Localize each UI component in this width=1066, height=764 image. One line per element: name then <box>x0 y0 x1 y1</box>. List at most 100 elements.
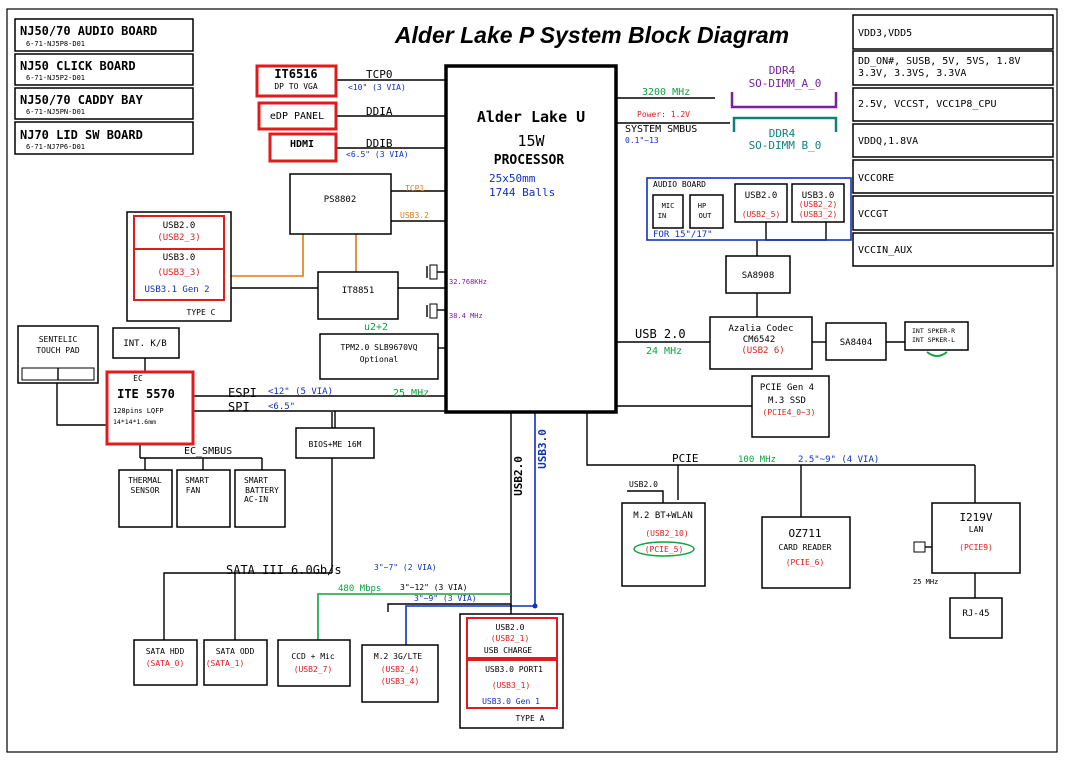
board-name: NJ50/70 CADDY BAY <box>20 93 144 107</box>
speaker-mark-icon <box>926 351 948 357</box>
cpu-size: 25x50mm <box>489 172 536 185</box>
typec-usb20 <box>133 215 225 250</box>
power-rail: VCCIN_AUX <box>858 245 912 256</box>
cardreader-box <box>761 516 851 589</box>
typec-usb20-label: USB2.0 <box>163 221 196 231</box>
tpm-optional: Optional <box>360 355 399 364</box>
wlan-l1: M.2 BT+WLAN <box>633 511 693 521</box>
power-box <box>852 14 1054 50</box>
ec-box <box>105 370 195 446</box>
touchpad-brand: SENTELIC <box>39 335 78 344</box>
power-box <box>852 159 1054 194</box>
board-list: NJ50/70 AUDIO BOARD 6-71-NJ5P8-D01 NJ50 … <box>14 18 194 155</box>
codec-l3: (USB2 6) <box>741 346 784 356</box>
board-click <box>14 53 194 86</box>
hdmi-label: HDMI <box>290 139 314 150</box>
pcie-group: PCIE 100 MHz 2.5"~9" (4 VIA) USB2.0 M.2 … <box>621 452 1021 639</box>
usb20-bus-freq: 24 MHz <box>646 346 682 357</box>
espi-label: ESPI <box>228 386 257 400</box>
ssd-group: PCIE Gen 4 M.3 SSD (PCIE4_0~3) <box>751 375 830 438</box>
ssd-l1: PCIE Gen 4 <box>760 383 814 393</box>
spi-label: SPI <box>228 400 250 414</box>
ec-smbus-label: EC_SMBUS <box>184 446 232 457</box>
ec-group: INT. K/B SENTELIC TOUCH PAD EC ITE 5570 … <box>17 325 429 528</box>
hp-jack <box>689 194 724 229</box>
board-caddy <box>14 87 194 120</box>
page-frame <box>6 8 1058 753</box>
lte-l3: (USB3_4) <box>381 677 420 686</box>
usb30-vertical-label: USB3.0 <box>536 429 549 469</box>
touchpad-label: TOUCH PAD <box>36 346 80 355</box>
thermal-l2: SENSOR <box>131 486 160 495</box>
it8851-label: IT8851 <box>342 286 375 296</box>
audio-group: AUDIO BOARD MIC IN HP OUT FOR 15"/17" US… <box>635 177 969 370</box>
tcp1-label: TCP1 <box>405 184 424 193</box>
bios-label: BIOS+ME 16M <box>309 440 362 449</box>
power-box <box>852 195 1054 231</box>
usb-freq: 480 Mbps <box>338 584 381 594</box>
ps8802-label: PS8802 <box>324 195 357 205</box>
lan-l3: (PCIE9) <box>959 543 993 552</box>
typec-usb30 <box>133 248 225 301</box>
mem-smbus: SYSTEM SMBUS <box>625 124 697 135</box>
tpm-box <box>319 333 439 380</box>
battery-box <box>234 469 286 528</box>
speaker-box <box>904 321 969 351</box>
lan-crystal-icon <box>913 541 926 553</box>
ssd-l2: M.3 SSD <box>768 396 806 406</box>
typea-usb20 <box>466 617 558 659</box>
sata-group: SATA III 6.0Gb/s 3"~7" (2 VIA) SATA HDD … <box>133 563 477 703</box>
crystal-38m-label: 38.4 MHz <box>449 312 483 320</box>
lte-l2: (USB2_4) <box>381 665 420 674</box>
typea-usb3-1: (USB3_1) <box>492 681 531 690</box>
dimm-b-name: SO-DIMM B_0 <box>749 139 822 152</box>
sata-label: SATA III 6.0Gb/s <box>226 563 342 577</box>
cpu-box <box>444 64 618 414</box>
wlan-box <box>621 502 706 587</box>
power-box <box>852 123 1054 158</box>
pcie-label: PCIE <box>672 452 699 465</box>
cpu-block: Alder Lake U 15W PROCESSOR 25x50mm 1744 … <box>444 64 618 414</box>
ec-size: 14*14*1.6mm <box>113 418 156 426</box>
cpu-balls: 1744 Balls <box>489 186 555 199</box>
power-box <box>852 87 1054 122</box>
typec-label: TYPE C <box>187 308 216 317</box>
audio-board-label: AUDIO BOARD <box>653 180 706 189</box>
sata-odd-l1: SATA ODD <box>216 647 255 656</box>
tpm-name: TPM2.0 SLB9670VQ <box>340 343 417 352</box>
bios-box <box>295 427 375 459</box>
audio-usb2-2: (USB2_2) <box>799 200 838 209</box>
mic-l1: MIC <box>662 202 675 210</box>
board-audio <box>14 18 194 52</box>
board-pn: 6-71-NJ5PN-D01 <box>26 108 85 116</box>
sa8404-label: SA8404 <box>840 338 873 348</box>
lan-l1: I219V <box>959 511 992 524</box>
tcp0-length: <10" (3 VIA) <box>348 83 406 92</box>
connections <box>56 79 976 645</box>
sata-hdd-l2: (SATA_0) <box>146 659 185 668</box>
typea-group: USB2.0 (USB2_1) USB CHARGE USB3.0 PORT1 … <box>459 613 564 729</box>
typec-usb2-3: (USB2_3) <box>157 233 200 243</box>
codec-l1: Azalia Codec <box>728 324 793 334</box>
fan-box <box>176 469 231 528</box>
crystal-38m-icon <box>429 303 438 319</box>
sata-length: 3"~7" (2 VIA) <box>374 563 437 572</box>
power-rail: DD_ON#, SUSB, 5V, 5VS, 1.8V <box>858 56 1021 67</box>
power-box <box>852 50 1054 86</box>
dimm-b-slot <box>732 116 838 132</box>
board-pn: 6-71-NJ5P2-D01 <box>26 74 85 82</box>
power-rail: VDD3,VDD5 <box>858 28 912 39</box>
power-rail: VCCORE <box>858 173 894 184</box>
fan-l2: FAN <box>186 486 201 495</box>
typea-usb2-1: (USB2_1) <box>491 634 530 643</box>
sa8404-box <box>825 322 887 361</box>
usb-length-2: 3"~9" (3 VIA) <box>414 594 477 603</box>
speaker-r: INT SPKER-R <box>912 327 955 335</box>
ccd-l1: CCD + Mic <box>291 652 335 661</box>
typea-charge: USB CHARGE <box>484 646 532 655</box>
it6516-label: IT6516 <box>274 67 317 81</box>
tpm-group: TPM2.0 SLB9670VQ Optional u2+2 <box>319 322 439 380</box>
espi-length: <12" (5 VIA) <box>268 387 333 397</box>
spi-length: <6.5" <box>268 402 295 412</box>
cpu-label: PROCESSOR <box>494 153 565 168</box>
